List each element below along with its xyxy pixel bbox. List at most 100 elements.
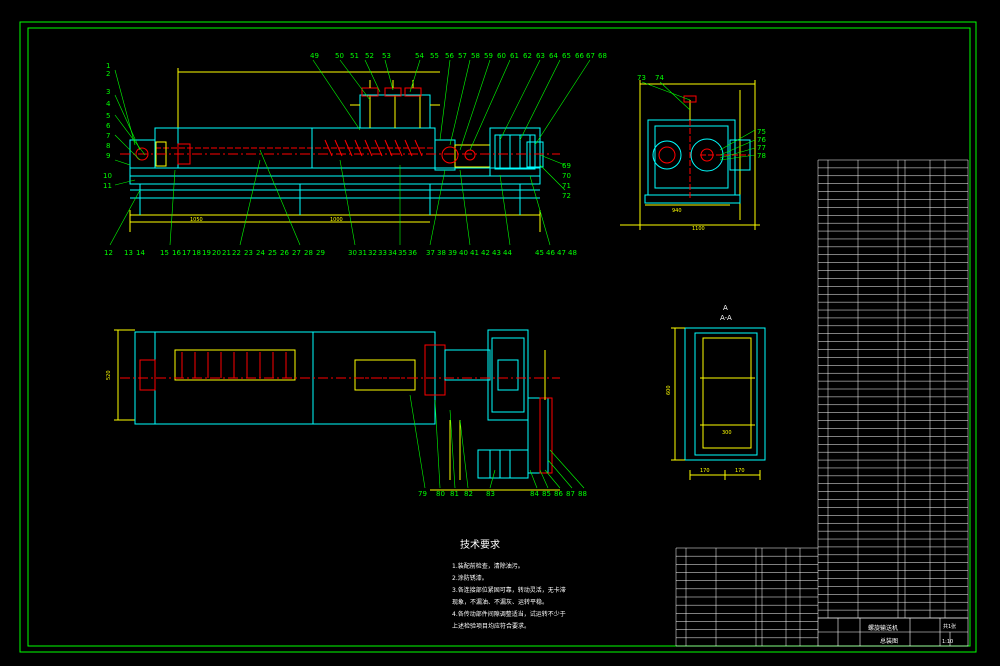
callout-69: 69: [562, 162, 571, 170]
callout-63: 63: [536, 52, 545, 60]
callout-17: 17: [182, 249, 191, 257]
title-block-text: 螺旋输送机 总装图 1:10 共1张: [868, 623, 956, 645]
callout-29: 29: [316, 249, 325, 257]
callout-67: 67: [586, 52, 595, 60]
callout-3: 3: [106, 88, 110, 96]
callout-34: 34: [388, 249, 397, 257]
callout-2: 2: [106, 70, 110, 78]
callout-74: 74: [655, 74, 664, 82]
notes-line-3: 3.各连接部位紧固可靠，转动灵活，无卡滞: [452, 586, 566, 594]
callout-25: 25: [268, 249, 277, 257]
callout-65: 65: [562, 52, 571, 60]
bottom-callouts: 12 13 14 15 16 17 18 19 20 21 22 23 24 2…: [104, 249, 577, 257]
callout-32: 32: [368, 249, 377, 257]
callout-58: 58: [471, 52, 480, 60]
callout-7: 7: [106, 132, 110, 140]
callout-48: 48: [568, 249, 577, 257]
callout-61: 61: [510, 52, 519, 60]
title-sheet: 共1张: [943, 623, 956, 630]
section-title: A-A: [720, 314, 732, 322]
callout-27: 27: [292, 249, 301, 257]
callout-4: 4: [106, 100, 111, 108]
callout-16: 16: [172, 249, 181, 257]
dim-text-d8: 600: [666, 385, 672, 395]
plan-view: 520: [106, 329, 560, 491]
callout-31: 31: [358, 249, 367, 257]
callout-82: 82: [464, 490, 473, 498]
callout-53: 53: [382, 52, 391, 60]
callout-73: 73: [637, 74, 646, 82]
inner-frame: [27, 27, 971, 647]
callout-81: 81: [450, 490, 459, 498]
title-drawing-no: 总装图: [880, 637, 898, 645]
callout-26: 26: [280, 249, 289, 257]
callout-56: 56: [445, 52, 454, 60]
callout-51: 51: [350, 52, 359, 60]
callout-78: 78: [757, 152, 766, 160]
callout-64: 64: [549, 52, 558, 60]
callout-5: 5: [106, 112, 110, 120]
callout-39: 39: [448, 249, 457, 257]
dim-text-d2: 1000: [330, 217, 343, 223]
callout-60: 60: [497, 52, 506, 60]
elevation-leaders: [109, 59, 591, 246]
callout-40: 40: [459, 249, 468, 257]
callout-66: 66: [575, 52, 584, 60]
callout-46: 46: [546, 249, 555, 257]
title-block: [817, 617, 969, 647]
parts-list-bottom: [675, 547, 818, 647]
callout-85: 85: [542, 490, 551, 498]
callout-35: 35: [398, 249, 407, 257]
dim-text-d9: 300: [722, 430, 732, 436]
callout-28: 28: [304, 249, 313, 257]
callout-83: 83: [486, 490, 495, 498]
callout-18: 18: [192, 249, 201, 257]
callout-24: 24: [256, 249, 265, 257]
callout-54: 54: [415, 52, 424, 60]
section-a-a-view: A A-A 600 170 170 300: [666, 304, 766, 480]
title-scale: 1:10: [942, 639, 953, 645]
callout-79: 79: [418, 490, 427, 498]
side-view-callouts: 73 74 75 76 77 78: [637, 74, 766, 160]
callout-45: 45: [535, 249, 544, 257]
callout-6: 6: [106, 122, 111, 130]
plan-view-leaders: [409, 394, 585, 489]
callout-11: 11: [103, 182, 112, 190]
callout-88: 88: [578, 490, 587, 498]
callout-14: 14: [136, 249, 145, 257]
callout-37: 37: [426, 249, 435, 257]
callout-62: 62: [523, 52, 532, 60]
callout-70: 70: [562, 172, 571, 180]
notes-line-4: 现象，不漏油、不漏灰、运转平稳。: [452, 598, 548, 606]
callout-21: 21: [222, 249, 231, 257]
dim-text-d5: 520: [106, 370, 112, 380]
callout-15: 15: [160, 249, 169, 257]
callout-86: 86: [554, 490, 563, 498]
callout-75: 75: [757, 128, 766, 136]
callout-12: 12: [104, 249, 113, 257]
callout-43: 43: [492, 249, 501, 257]
right-callouts: 69 70 71 72: [562, 162, 571, 200]
notes-line-1: 1.装配前检查，清除油污。: [452, 562, 524, 570]
callout-41: 41: [470, 249, 479, 257]
callout-77: 77: [757, 144, 766, 152]
elevation-view: 1050 1000: [120, 68, 560, 232]
callout-19: 19: [202, 249, 211, 257]
notes-line-5: 4.各传动部件间隙调整适当，试运转不少于: [452, 610, 566, 618]
side-view-leaders: [641, 81, 756, 161]
callout-23: 23: [244, 249, 253, 257]
callout-33: 33: [378, 249, 387, 257]
callout-10: 10: [103, 172, 112, 180]
callout-49: 49: [310, 52, 319, 60]
callout-84: 84: [530, 490, 539, 498]
technical-notes: 技术要求 1.装配前检查，清除油污。 2.涂防锈漆。 3.各连接部位紧固可靠，转…: [452, 538, 566, 630]
notes-line-2: 2.涂防锈漆。: [452, 574, 488, 582]
callout-68: 68: [598, 52, 607, 60]
callout-71: 71: [562, 182, 571, 190]
dim-text-d4: 940: [672, 208, 682, 214]
plan-view-callouts: 79 80 81 82 83 84 85 86 87 88: [418, 490, 587, 498]
callout-42: 42: [481, 249, 490, 257]
outer-frame: [19, 21, 977, 653]
title-name: 螺旋输送机: [868, 624, 898, 632]
